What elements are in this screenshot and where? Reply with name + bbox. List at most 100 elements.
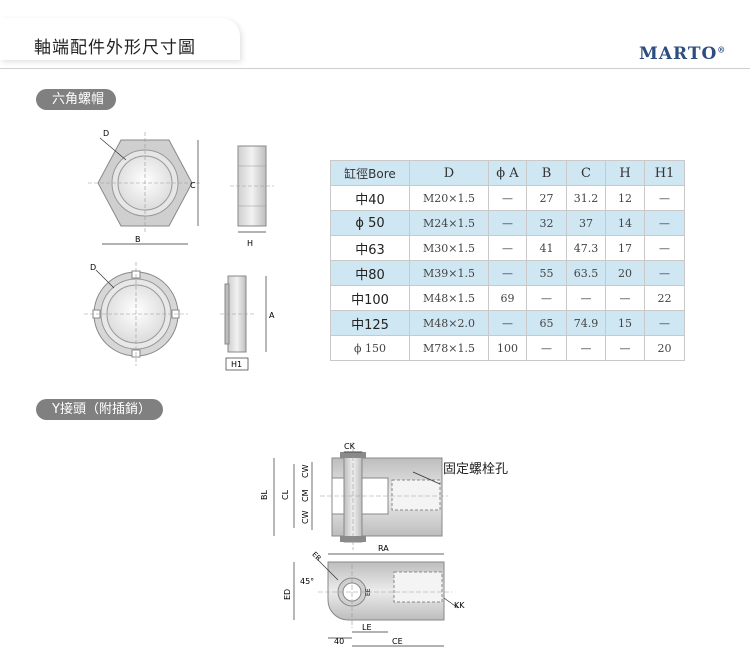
- cell-d: M20×1.5: [409, 185, 489, 211]
- table-header-row: 缸徑Bore D ϕ A B C H H1: [330, 160, 685, 186]
- col-header-c: C: [566, 160, 606, 186]
- cell-phi-a: —: [488, 235, 527, 261]
- cell-h: 14: [605, 210, 645, 236]
- cell-h: —: [605, 335, 645, 361]
- cell-h: 12: [605, 185, 645, 211]
- col-header-b: B: [526, 160, 567, 186]
- cell-c: 74.9: [566, 310, 606, 336]
- title-tab: [0, 18, 240, 60]
- cell-phi-a: —: [488, 185, 527, 211]
- table-row: 中40 M20×1.5 — 27 31.2 12 —: [330, 185, 685, 211]
- cell-h: 20: [605, 260, 645, 286]
- dim-label-a: A: [269, 311, 275, 320]
- dim-label-cm: CM: [301, 489, 310, 502]
- dim-label-d: D: [103, 129, 109, 138]
- dim-label-h: H: [247, 239, 253, 248]
- cell-d: M48×1.5: [409, 285, 489, 311]
- cell-b: —: [526, 335, 567, 361]
- y-joint-top-view: CK BL CL CW CM CW: [260, 442, 448, 550]
- table-row: 中80 M39×1.5 — 55 63.5 20 —: [330, 260, 685, 286]
- spec-table: 缸徑Bore D ϕ A B C H H1 中40 M20×1.5 — 27 3…: [330, 160, 685, 361]
- cell-h1: —: [644, 310, 685, 336]
- cell-h: 17: [605, 235, 645, 261]
- cell-c: —: [566, 285, 606, 311]
- cell-phi-a: 100: [488, 335, 527, 361]
- hex-nut-drawings: D C B H D A H1: [84, 129, 275, 371]
- cell-d: M48×2.0: [409, 310, 489, 336]
- dim-label-d2: D: [90, 263, 96, 272]
- cell-h1: —: [644, 185, 685, 211]
- col-header-bore: 缸徑Bore: [330, 160, 410, 186]
- y-joint-drawings: CK BL CL CW CM CW RA ER 45° ED EE KK 40 …: [260, 442, 465, 647]
- fixing-bolt-hole-label: 固定螺栓孔: [443, 462, 509, 477]
- hex-nut-front-view: D C B: [88, 129, 202, 245]
- dim-label-ra: RA: [378, 544, 389, 553]
- table-row: 中125 M48×2.0 — 65 74.9 15 —: [330, 310, 685, 336]
- cell-c: 31.2: [566, 185, 606, 211]
- dim-label-kk: KK: [454, 601, 465, 610]
- cell-b: 65: [526, 310, 567, 336]
- dim-label-ee: EE: [365, 588, 372, 596]
- dim-label-er: ER: [310, 550, 322, 562]
- dim-label-ce: CE: [392, 637, 403, 646]
- col-header-d: D: [409, 160, 489, 186]
- page-title: 軸端配件外形尺寸圖: [34, 38, 196, 58]
- cell-phi-a: —: [488, 310, 527, 336]
- dim-label-h1: H1: [231, 360, 242, 369]
- cell-bore: 中40: [330, 185, 410, 211]
- col-header-h1: H1: [644, 160, 685, 186]
- cell-b: 32: [526, 210, 567, 236]
- cell-d: M78×1.5: [409, 335, 489, 361]
- cell-d: M24×1.5: [409, 210, 489, 236]
- dim-label-bl: BL: [260, 490, 269, 500]
- cell-b: 27: [526, 185, 567, 211]
- cell-h1: 22: [644, 285, 685, 311]
- cell-bore: 中80: [330, 260, 410, 286]
- cell-d: M30×1.5: [409, 235, 489, 261]
- cell-b: 55: [526, 260, 567, 286]
- dim-label-cw2: CW: [301, 510, 310, 524]
- cell-h: 15: [605, 310, 645, 336]
- cell-c: 47.3: [566, 235, 606, 261]
- cell-bore: ϕ 150: [330, 335, 410, 361]
- round-nut-front-view: D: [84, 262, 188, 366]
- cell-h: —: [605, 285, 645, 311]
- col-header-h: H: [605, 160, 645, 186]
- table-row: ϕ 150 M78×1.5 100 — — — 20: [330, 335, 685, 361]
- header-divider: [0, 68, 750, 69]
- section-label-y-joint: Y接頭（附插銷）: [36, 399, 163, 420]
- y-joint-side-view: RA ER 45° ED EE KK 40 LE CE: [283, 544, 465, 647]
- cell-d: M39×1.5: [409, 260, 489, 286]
- cell-c: 37: [566, 210, 606, 236]
- dim-label-cl: CL: [281, 489, 290, 500]
- cell-h1: —: [644, 260, 685, 286]
- cell-bore: 中100: [330, 285, 410, 311]
- dim-label-c: C: [190, 181, 196, 190]
- cell-c: —: [566, 335, 606, 361]
- dim-label-ck: CK: [344, 442, 356, 451]
- table-row: ϕ 50 M24×1.5 — 32 37 14 —: [330, 210, 685, 236]
- cell-b: —: [526, 285, 567, 311]
- round-nut-side-view: A H1: [220, 275, 275, 371]
- dim-label-angle: 45°: [300, 577, 314, 586]
- brand-logo: MARTO®: [639, 44, 727, 64]
- dim-label-b: B: [135, 235, 141, 244]
- cell-phi-a: —: [488, 260, 527, 286]
- dim-label-ed: ED: [283, 589, 292, 600]
- table-row: 中63 M30×1.5 — 41 47.3 17 —: [330, 235, 685, 261]
- cell-bore: 中125: [330, 310, 410, 336]
- cell-phi-a: 69: [488, 285, 527, 311]
- cell-bore: ϕ 50: [330, 210, 410, 236]
- cell-bore: 中63: [330, 235, 410, 261]
- cell-h1: —: [644, 235, 685, 261]
- cell-h1: —: [644, 210, 685, 236]
- cell-b: 41: [526, 235, 567, 261]
- header: 軸端配件外形尺寸圖 MARTO®: [0, 0, 750, 70]
- col-header-phi-a: ϕ A: [488, 160, 527, 186]
- hex-nut-side-view: H: [230, 145, 274, 248]
- cell-phi-a: —: [488, 210, 527, 236]
- cell-h1: 20: [644, 335, 685, 361]
- cell-c: 63.5: [566, 260, 606, 286]
- dim-label-le: LE: [362, 623, 372, 632]
- dim-label-40: 40: [334, 637, 344, 646]
